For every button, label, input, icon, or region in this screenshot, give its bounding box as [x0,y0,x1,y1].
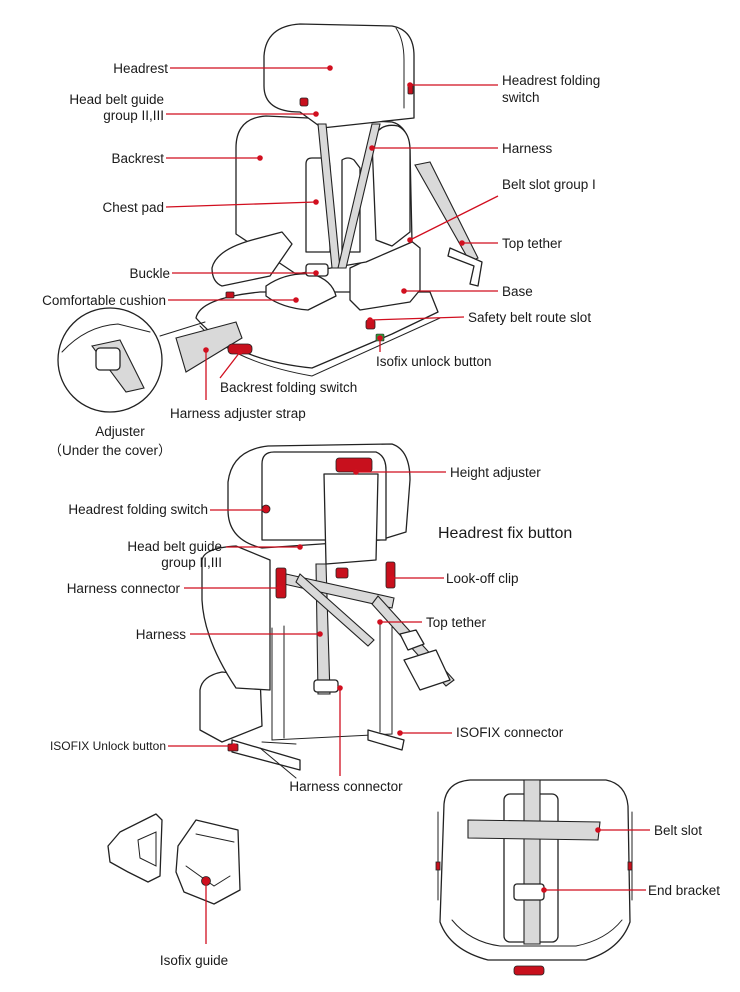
label-adjuster-line1: Adjuster [95,424,145,439]
label-harness: Harness [136,627,187,642]
label-headrest-folding-switch: Headrest folding switch [68,502,208,517]
rear-seat-illustration [199,443,455,779]
label-harness-connector-bottom: Harness connector [289,779,403,794]
label-base: Base [502,284,533,299]
label-harness-adjuster-strap: Harness adjuster strap [170,406,306,421]
label-headrest-fix-button: Headrest fix button [438,525,572,542]
label-harness-connector-left: Harness connector [67,581,181,596]
label-head-belt-guide-line1: Head belt guide [127,539,222,554]
label-isofix-guide: Isofix guide [160,953,228,968]
top-view-labels: Headrest Head belt guide group II,III Ba… [42,61,600,458]
label-safety-belt-route-slot: Safety belt route slot [468,310,591,325]
bottom-view-illustration [435,779,633,976]
label-comfortable-cushion: Comfortable cushion [42,293,166,308]
label-isofix-unlock-button: Isofix unlock button [376,354,492,369]
label-look-off-clip: Look-off clip [446,571,519,586]
label-headrest: Headrest [113,61,168,76]
label-isofix-connector: ISOFIX connector [456,725,564,740]
label-buckle: Buckle [129,266,170,281]
label-headrest-folding-switch-line2: switch [502,90,540,105]
label-backrest-folding-switch: Backrest folding switch [220,380,357,395]
label-head-belt-guide-line2: group II,III [103,108,164,123]
label-belt-slot-group-1: Belt slot group I [502,177,596,192]
isofix-guide-illustration [107,813,241,905]
leader-lines [165,65,650,944]
label-belt-slot: Belt slot [654,823,702,838]
label-chest-pad: Chest pad [102,200,164,215]
bottom-view-labels: Belt slot End bracket Isofix guide [160,823,720,968]
label-end-bracket: End bracket [648,883,720,898]
label-backrest: Backrest [111,151,164,166]
label-head-belt-guide-line1: Head belt guide [69,92,164,107]
label-height-adjuster: Height adjuster [450,465,541,480]
label-headrest-folding-switch-line1: Headrest folding [502,73,600,88]
label-adjuster-line2: （Under the cover） [48,443,171,458]
label-top-tether: Top tether [502,236,563,251]
rear-view-labels: Height adjuster Headrest folding switch … [50,465,572,794]
label-isofix-unlock-button: ISOFIX Unlock button [50,739,166,753]
label-top-tether: Top tether [426,615,487,630]
label-head-belt-guide-line2: group II,III [161,555,222,570]
label-harness: Harness [502,141,553,156]
